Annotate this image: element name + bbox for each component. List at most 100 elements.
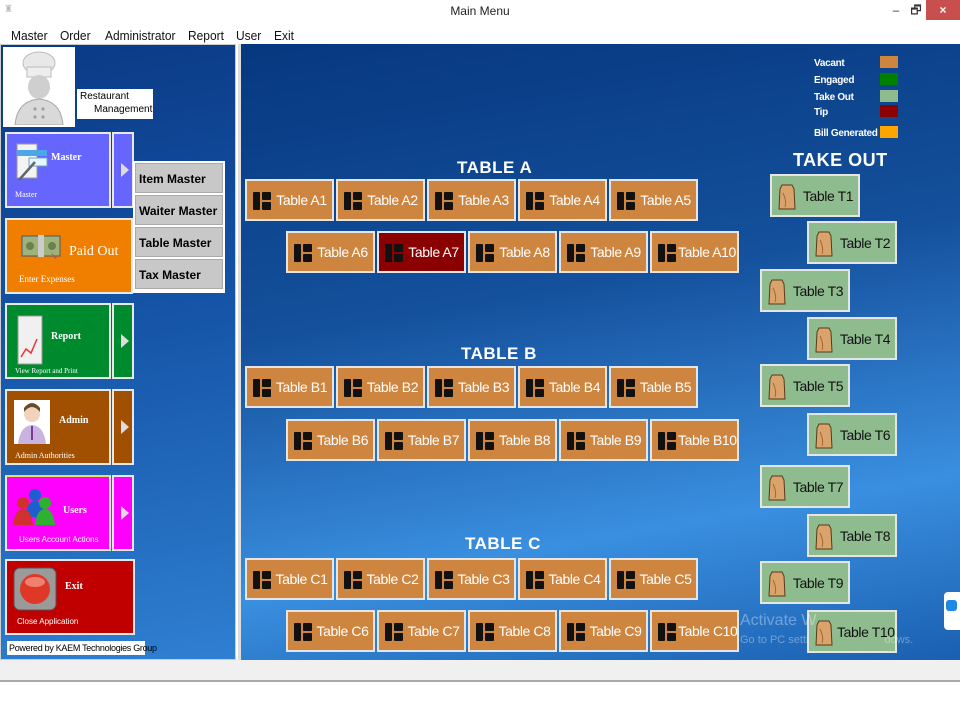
table-button-a4[interactable]: Table A4 xyxy=(518,179,607,221)
minimize-button[interactable]: – xyxy=(892,3,900,17)
takeout-button-t1[interactable]: Table T1 xyxy=(770,174,860,217)
table-button-b9[interactable]: Table B9 xyxy=(559,419,648,461)
report-icon xyxy=(17,315,43,365)
table-icon xyxy=(435,379,453,397)
table-button-b6[interactable]: Table B6 xyxy=(286,419,375,461)
users-expand-arrow[interactable] xyxy=(112,475,134,551)
users-tile[interactable]: Users Users Account Actions xyxy=(5,475,111,551)
table-label: Table B9 xyxy=(589,432,642,448)
takeout-button-t8[interactable]: Table T8 xyxy=(807,514,897,557)
table-icon xyxy=(476,623,494,641)
legend-label: Vacant xyxy=(814,58,845,69)
takeout-label: Table T3 xyxy=(792,283,844,299)
table-label: Table A3 xyxy=(458,192,509,208)
takeout-button-t6[interactable]: Table T6 xyxy=(807,413,897,456)
legend-label: Take Out xyxy=(814,92,854,103)
report-tile[interactable]: Report View Report and Print xyxy=(5,303,111,379)
menu-order[interactable]: Order xyxy=(60,28,91,43)
table-button-b4[interactable]: Table B4 xyxy=(518,366,607,408)
exit-button-icon xyxy=(13,567,57,611)
takeout-button-t10[interactable]: Table T10 xyxy=(807,610,897,653)
table-button-a5[interactable]: Table A5 xyxy=(609,179,698,221)
menu-exit[interactable]: Exit xyxy=(274,28,294,43)
table-button-a8[interactable]: Table A8 xyxy=(468,231,557,273)
exit-tile-title: Exit xyxy=(65,581,83,592)
master-tile[interactable]: Master Master xyxy=(5,132,111,208)
table-button-b5[interactable]: Table B5 xyxy=(609,366,698,408)
menu-bar: Master Order Administrator Report User E… xyxy=(0,26,960,44)
menu-master[interactable]: Master xyxy=(11,28,48,43)
table-button-c8[interactable]: Table C8 xyxy=(468,610,557,652)
table-label: Table B7 xyxy=(407,432,460,448)
takeout-button-t5[interactable]: Table T5 xyxy=(760,364,850,407)
table-icon xyxy=(476,432,494,450)
admin-tile[interactable]: Admin Admin Authorities xyxy=(5,389,111,465)
table-button-c10[interactable]: Table C10 xyxy=(650,610,739,652)
takeout-button-t4[interactable]: Table T4 xyxy=(807,317,897,360)
table-button-b2[interactable]: Table B2 xyxy=(336,366,425,408)
table-button-c6[interactable]: Table C6 xyxy=(286,610,375,652)
chef-icon xyxy=(14,51,64,125)
takeout-button-t9[interactable]: Table T9 xyxy=(760,561,850,604)
table-label: Table C5 xyxy=(639,571,692,587)
table-button-b3[interactable]: Table B3 xyxy=(427,366,516,408)
menu-user[interactable]: User xyxy=(236,28,262,43)
report-expand-arrow[interactable] xyxy=(112,303,134,379)
table-button-b8[interactable]: Table B8 xyxy=(468,419,557,461)
teamviewer-tab[interactable] xyxy=(944,592,960,630)
table-button-a3[interactable]: Table A3 xyxy=(427,179,516,221)
takeout-label: Table T5 xyxy=(792,378,844,394)
submenu-table-master[interactable]: Table Master xyxy=(135,227,223,257)
table-label: Table C8 xyxy=(498,623,551,639)
table-label: Table A2 xyxy=(367,192,418,208)
table-button-a6[interactable]: Table A6 xyxy=(286,231,375,273)
table-label: Table C10 xyxy=(678,623,738,639)
master-expand-arrow[interactable] xyxy=(112,132,134,208)
master-tile-title: Master xyxy=(51,152,82,163)
submenu-waiter-master[interactable]: Waiter Master xyxy=(135,195,223,225)
table-button-b10[interactable]: Table B10 xyxy=(650,419,739,461)
section-title-take-out: TAKE OUT xyxy=(793,150,888,170)
table-icon xyxy=(617,571,635,589)
table-button-c7[interactable]: Table C7 xyxy=(377,610,466,652)
takeout-button-t2[interactable]: Table T2 xyxy=(807,221,897,264)
table-icon xyxy=(658,244,676,262)
menu-report[interactable]: Report xyxy=(188,28,224,43)
exit-tile[interactable]: Exit Close Application xyxy=(5,559,135,635)
table-button-a2[interactable]: Table A2 xyxy=(336,179,425,221)
table-button-a7[interactable]: Table A7 xyxy=(377,231,466,273)
table-button-a10[interactable]: Table A10 xyxy=(650,231,739,273)
paid-out-tile[interactable]: Paid Out Enter Expenses xyxy=(5,218,133,294)
watermark-line2: Go to PC setti xyxy=(740,634,809,646)
table-label: Table C6 xyxy=(316,623,369,639)
table-icon xyxy=(385,432,403,450)
admin-expand-arrow[interactable] xyxy=(112,389,134,465)
table-button-c9[interactable]: Table C9 xyxy=(559,610,648,652)
close-button[interactable]: × xyxy=(926,0,960,20)
table-icon xyxy=(385,244,403,262)
table-label: Table B1 xyxy=(275,379,328,395)
table-label: Table A8 xyxy=(499,244,550,260)
admin-tile-subtitle: Admin Authorities xyxy=(15,451,75,460)
paper-bag-icon xyxy=(814,619,834,647)
table-button-c4[interactable]: Table C4 xyxy=(518,558,607,600)
table-button-c5[interactable]: Table C5 xyxy=(609,558,698,600)
takeout-button-t7[interactable]: Table T7 xyxy=(760,465,850,508)
takeout-button-t3[interactable]: Table T3 xyxy=(760,269,850,312)
table-icon xyxy=(658,623,676,641)
table-button-c2[interactable]: Table C2 xyxy=(336,558,425,600)
table-button-c3[interactable]: Table C3 xyxy=(427,558,516,600)
table-button-a9[interactable]: Table A9 xyxy=(559,231,648,273)
table-button-b7[interactable]: Table B7 xyxy=(377,419,466,461)
table-button-c1[interactable]: Table C1 xyxy=(245,558,334,600)
legend-label: Engaged xyxy=(814,75,855,86)
menu-administrator[interactable]: Administrator xyxy=(105,28,176,43)
maximize-button[interactable]: 🗗 xyxy=(910,3,922,17)
table-button-a1[interactable]: Table A1 xyxy=(245,179,334,221)
table-label: Table A9 xyxy=(590,244,641,260)
table-label: Table A4 xyxy=(549,192,600,208)
table-button-b1[interactable]: Table B1 xyxy=(245,366,334,408)
table-label: Table B4 xyxy=(548,379,601,395)
submenu-tax-master[interactable]: Tax Master xyxy=(135,259,223,289)
submenu-item-master[interactable]: Item Master xyxy=(135,163,223,193)
